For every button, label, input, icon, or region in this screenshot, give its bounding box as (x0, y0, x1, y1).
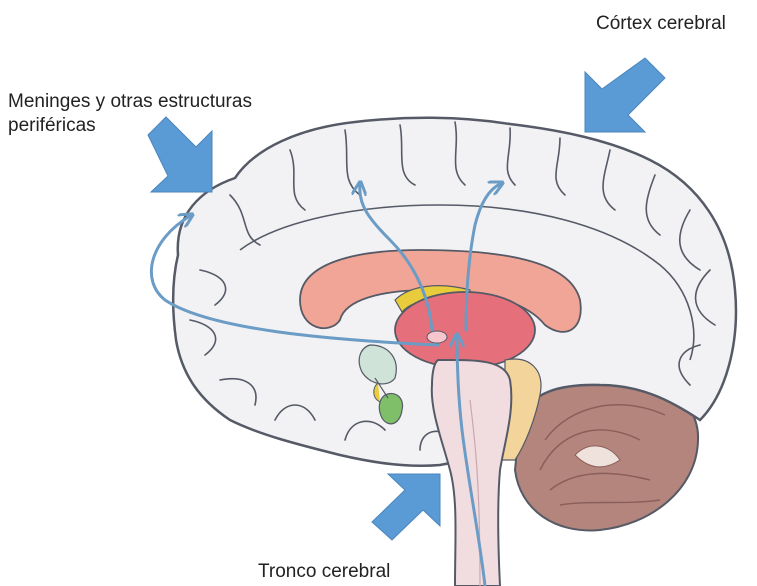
pointer-arrow-icon (372, 474, 440, 540)
brainstem (432, 360, 512, 586)
pituitary (379, 393, 402, 423)
pointer-arrow-icon (148, 117, 212, 192)
thalamus-highlight (427, 331, 447, 343)
pointer-arrow-icon (585, 58, 665, 132)
